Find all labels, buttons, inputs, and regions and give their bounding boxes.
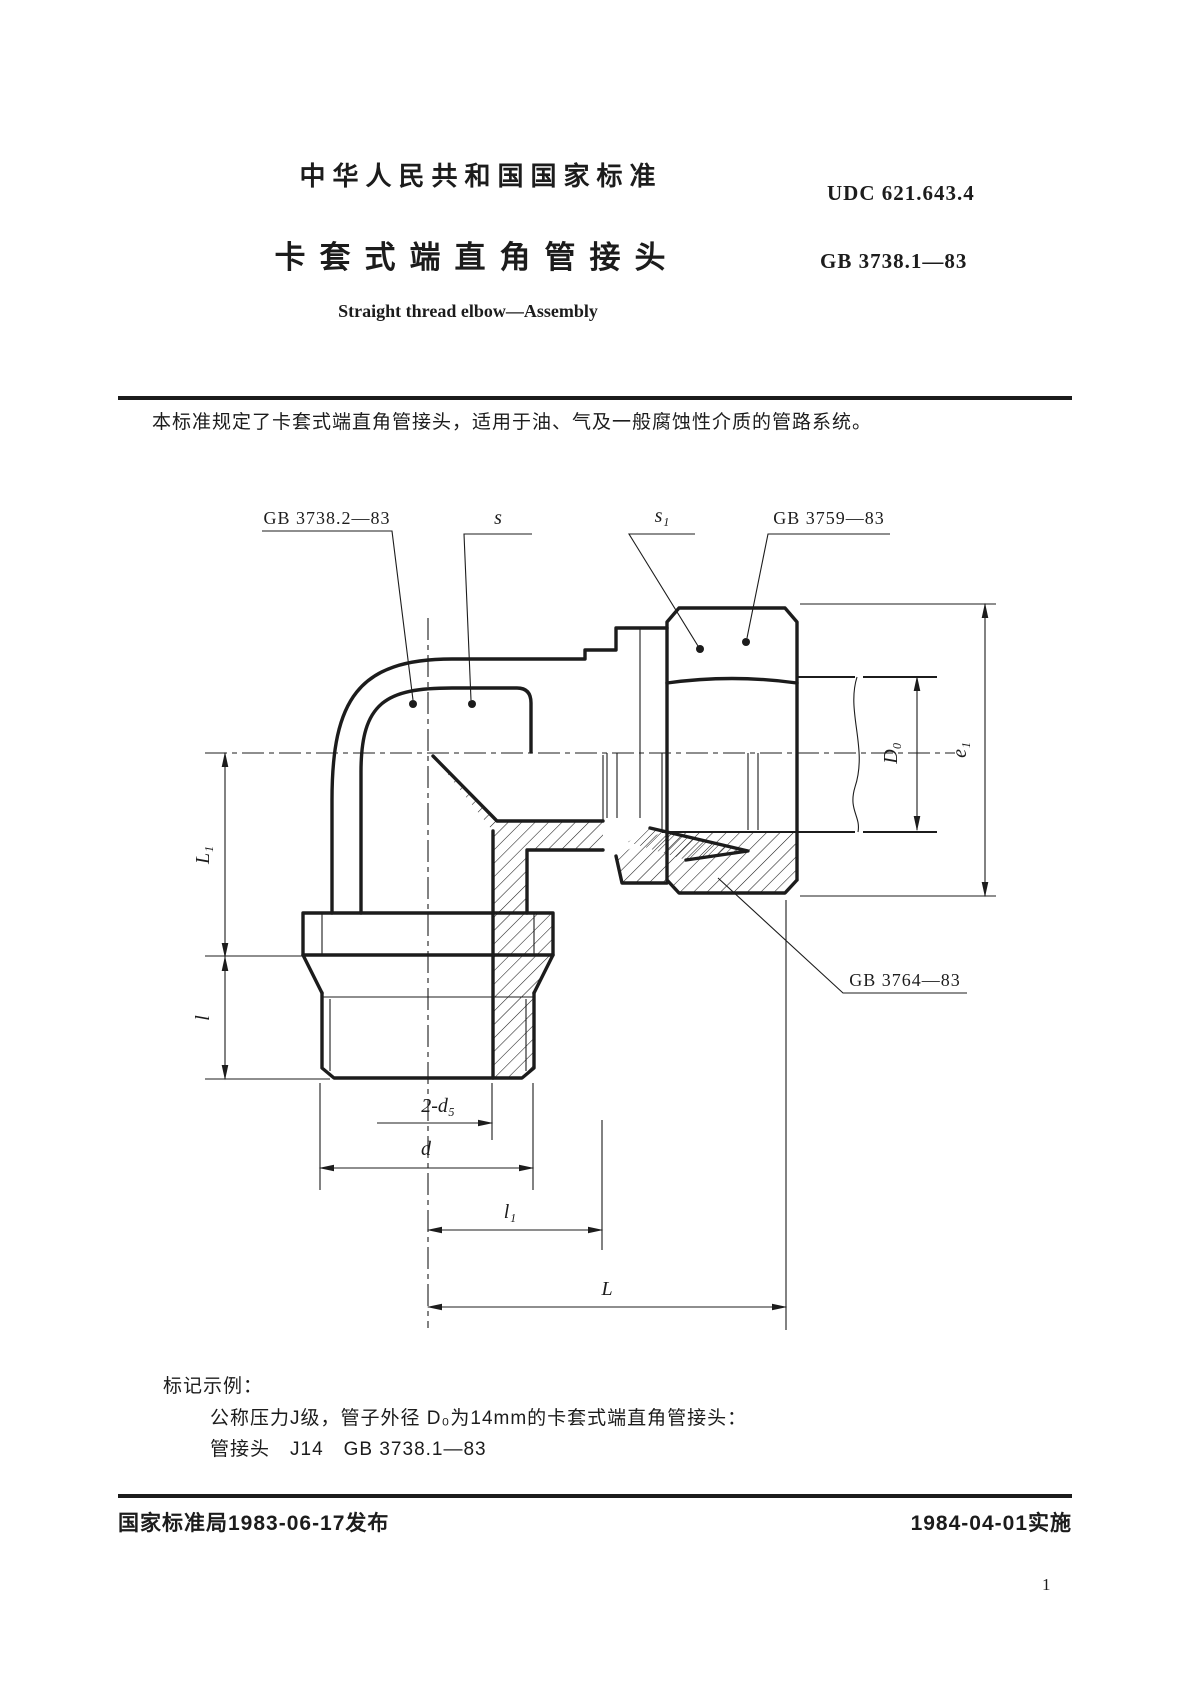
dim-label-d: d — [421, 1138, 432, 1160]
leader-line-s1 — [628, 533, 699, 647]
thread-engagement-lines — [606, 753, 759, 830]
page-number: 1 — [1042, 1575, 1051, 1594]
leader-label-nut-standard: GB 3759—83 — [773, 508, 885, 528]
header-divider-rule — [118, 396, 1072, 400]
leader-dot-s — [468, 700, 476, 708]
threaded-stud-outline — [320, 991, 536, 1080]
footer-divider-rule — [118, 1494, 1072, 1498]
bore-junction-diagonal — [431, 754, 605, 823]
udc-number: UDC 621.643.4 — [827, 181, 975, 205]
page-title: 卡套式端直角管接头 — [275, 240, 680, 275]
body-section-hatch — [433, 756, 603, 1078]
union-nut-outline — [665, 606, 799, 895]
elbow-body-inner-contour — [359, 686, 533, 915]
counterbore-profile — [525, 848, 605, 915]
flange-cone-transition — [301, 953, 555, 995]
leader-label-ferrule-standard: GB 3764—83 — [849, 970, 961, 990]
leader-callouts: GB 3738.2—83 s s₁ GB 3759—83 GB 3764—83 — [262, 505, 967, 994]
nut-skirt-outline — [614, 854, 669, 885]
ext-lines-e1 — [800, 603, 996, 897]
title-english: Straight thread elbow—Assembly — [338, 301, 598, 321]
standard-number: GB 3738.1—83 — [820, 249, 967, 273]
hex-flange-facet-lines — [321, 913, 535, 955]
marking-example-heading: 标记示例： — [163, 1375, 263, 1397]
dim-label-D0: D₀ — [880, 742, 902, 764]
footer-issued-date: 国家标准局1983-06-17发布 — [118, 1511, 389, 1535]
dim-label-e1: e₁ — [949, 742, 971, 758]
scope-paragraph: 本标准规定了卡套式端直角管接头，适用于油、气及一般腐蚀性介质的管路系统。 — [152, 411, 872, 433]
dim-label-l: l — [192, 1015, 214, 1021]
dim-label-L1: L₁ — [192, 846, 214, 865]
stud-thread-lines — [322, 996, 534, 1071]
ext-lines-d — [319, 1083, 534, 1190]
footer-effective-date: 1984-04-01实施 — [911, 1511, 1072, 1535]
nut-hex-edge-line — [665, 676, 799, 685]
ferrule-outline — [648, 826, 750, 862]
leader-line-s — [463, 533, 532, 701]
leader-line-ferrule-standard — [717, 877, 967, 994]
ferrule-section-hatch — [628, 828, 748, 860]
leader-label-s1: s₁ — [655, 505, 670, 527]
dimension-annotations: L₁ l D₀ e₁ 2-d₅ d l₁ L — [192, 602, 996, 1330]
elbow-assembly-drawing: GB 3738.2—83 s s₁ GB 3759—83 GB 3764—83 … — [192, 505, 996, 1330]
pipe-break-line — [852, 676, 860, 833]
leader-dot-nut-standard — [742, 638, 750, 646]
leader-line-body-standard — [262, 530, 414, 701]
leader-dot-s1 — [696, 645, 704, 653]
marking-example-line2: 管接头 J14 GB 3738.1—83 — [210, 1438, 487, 1460]
elbow-body-outer-contour — [330, 626, 669, 915]
dim-label-L: L — [600, 1278, 612, 1300]
hex-flange-outline — [301, 911, 555, 957]
dim-label-2d5: 2-d₅ — [421, 1095, 455, 1117]
leader-label-body-standard: GB 3738.2—83 — [263, 508, 390, 528]
marking-example-line1: 公称压力J级，管子外径 D₀为14mm的卡套式端直角管接头： — [210, 1407, 747, 1429]
national-standard-heading: 中华人民共和国国家标准 — [299, 161, 662, 191]
leader-dot-body-standard — [409, 700, 417, 708]
leader-label-s: s — [494, 507, 502, 529]
leader-line-nut-standard — [746, 533, 890, 639]
dim-label-l1: l₁ — [504, 1201, 517, 1223]
